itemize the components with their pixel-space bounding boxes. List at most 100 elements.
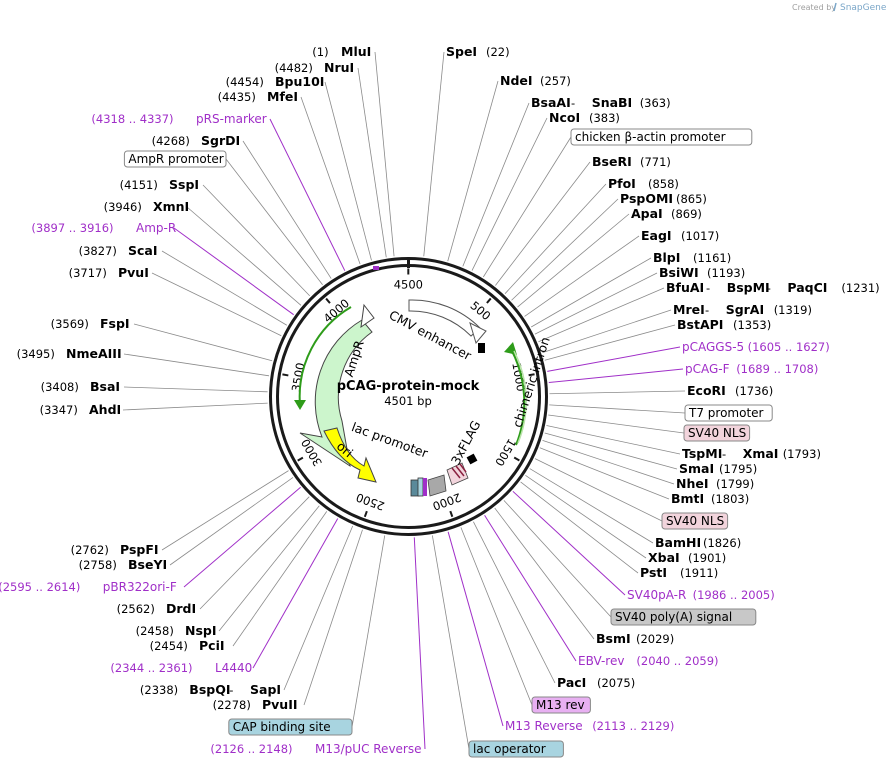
site-label-xmni[interactable]: (3946)XmnI bbox=[104, 199, 190, 214]
enzyme-name: SspI bbox=[169, 177, 199, 192]
site-label-bsaai[interactable]: BsaAI - SnaBI(363) bbox=[531, 95, 671, 110]
site-label-pcag-f[interactable]: pCAG-F(1689 .. 1708) bbox=[685, 362, 818, 376]
enzyme-name: MluI bbox=[341, 44, 371, 59]
site-label-paci[interactable]: PacI(2075) bbox=[557, 675, 635, 690]
site-label-bstapi[interactable]: BstAPI(1353) bbox=[677, 317, 771, 332]
site-label-lac-operator-box[interactable]: lac operator bbox=[468, 740, 564, 758]
site-label-pspfi[interactable]: (2762)PspFI bbox=[71, 542, 159, 557]
enzyme-name: FspI bbox=[100, 316, 130, 331]
site-label-pvuii[interactable]: (2278)PvuII bbox=[213, 697, 298, 712]
site-label-nhei[interactable]: NheI(1799) bbox=[676, 476, 754, 491]
site-label-bsiwi[interactable]: BsiWI(1193) bbox=[659, 265, 745, 280]
site-position: (4268) bbox=[152, 134, 190, 148]
site-label-tspmi[interactable]: TspMI - XmaI(1793) bbox=[682, 446, 821, 461]
feature-box-text-sv40-poly-a-signal: SV40 poly(A) signal bbox=[615, 610, 732, 624]
site-label-nspi[interactable]: (2458)NspI bbox=[136, 623, 217, 638]
site-label-cap-binding-site-box[interactable]: CAP binding site bbox=[228, 718, 353, 736]
site-label-fspi[interactable]: (3569)FspI bbox=[51, 316, 130, 331]
tick-label-500: 500 bbox=[468, 298, 494, 323]
site-label-bfuai[interactable]: BfuAI - BspMI - PaqCI(1231) bbox=[666, 280, 880, 295]
site-label-eagi[interactable]: EagI(1017) bbox=[641, 228, 719, 243]
site-label-t7-promoter-box[interactable]: T7 promoter bbox=[684, 404, 773, 422]
site-label-bamhi[interactable]: BamHI(1826) bbox=[655, 535, 741, 550]
site-label-bsmi[interactable]: BsmI(2029) bbox=[596, 631, 674, 646]
site-position: (3347) bbox=[40, 403, 78, 417]
feature-box-sv40-nls bbox=[683, 424, 751, 442]
site-label-pvui[interactable]: (3717)PvuI bbox=[69, 265, 149, 280]
site-label-ampr-promoter-box[interactable]: AmpR promoter bbox=[123, 150, 227, 168]
site-label-bmti[interactable]: BmtI(1803) bbox=[671, 491, 749, 506]
site-label-amp-r[interactable]: (3897 .. 3916)Amp-R bbox=[31, 221, 176, 235]
site-label-chicken-actin-promoter-box[interactable]: chicken β-actin promoter bbox=[570, 128, 753, 146]
site-label-sv40-poly-a-signal-box[interactable]: SV40 poly(A) signal bbox=[610, 608, 757, 626]
site-label-scai[interactable]: (3827)ScaI bbox=[79, 243, 158, 258]
site-label-psti[interactable]: PstI(1911) bbox=[640, 565, 718, 580]
site-position: (383) bbox=[589, 111, 620, 125]
site-label-pfoi[interactable]: PfoI(858) bbox=[608, 176, 679, 191]
site-label-ndei[interactable]: NdeI(257) bbox=[500, 73, 571, 88]
site-label-prs-marker[interactable]: (4318 .. 4337)pRS-marker bbox=[91, 112, 266, 126]
site-position: (2562) bbox=[117, 602, 155, 616]
connector-m13-rev bbox=[460, 527, 533, 706]
site-label-ahdi[interactable]: (3347)AhdI bbox=[40, 402, 122, 417]
site-position: (22) bbox=[486, 45, 510, 59]
cmv-marker bbox=[478, 343, 485, 353]
connector-pbr322ori-f bbox=[183, 486, 301, 588]
site-label-blpi[interactable]: BlpI(1161) bbox=[653, 250, 731, 265]
site-label-sv40-nls-box[interactable]: SV40 NLS bbox=[661, 512, 729, 530]
name-separator: - bbox=[767, 281, 771, 295]
enzyme-name: PacI bbox=[557, 675, 586, 690]
connector-bmti bbox=[539, 447, 670, 500]
site-label-drdi[interactable]: (2562) DrdI bbox=[117, 601, 197, 616]
site-label-ncoi[interactable]: NcoI(383) bbox=[549, 110, 620, 125]
site-label-xbai[interactable]: XbaI(1901) bbox=[648, 550, 726, 565]
site-label-sv40pa-r[interactable]: SV40pA-R(1986 .. 2005) bbox=[627, 588, 775, 602]
primer-name: pBR322ori-F bbox=[103, 580, 177, 594]
site-label-sgrdi[interactable]: (4268)SgrDI bbox=[152, 133, 241, 148]
site-label-bsai[interactable]: (3408)BsaI bbox=[41, 379, 120, 394]
site-label-bspqi[interactable]: (2338)BspQI - SapI bbox=[140, 682, 281, 697]
site-label-bseri[interactable]: BseRI(771) bbox=[592, 154, 671, 169]
site-label-pbr322ori-f[interactable]: (2595 .. 2614)pBR322ori-F bbox=[0, 580, 177, 594]
site-position: (1901) bbox=[688, 551, 726, 565]
site-label-pspomi[interactable]: PspOMI(865) bbox=[620, 191, 707, 206]
enzyme-name: MreI bbox=[673, 302, 705, 317]
site-label-mfei[interactable]: (4435)MfeI bbox=[218, 89, 298, 104]
site-label-ebv-rev[interactable]: EBV-rev(2040 .. 2059) bbox=[578, 654, 719, 668]
site-label-apai[interactable]: ApaI(869) bbox=[631, 206, 702, 221]
primer-name: pCAGGS-5 bbox=[682, 340, 744, 354]
site-label-m13-puc-reverse[interactable]: (2126 .. 2148)M13/pUC Reverse bbox=[210, 742, 421, 756]
connector-eagi bbox=[524, 235, 640, 317]
site-label-spei[interactable]: SpeI(22) bbox=[446, 44, 510, 59]
enzyme-name: BlpI bbox=[653, 250, 680, 265]
site-label-m13-reverse[interactable]: M13 Reverse(2113 .. 2129) bbox=[505, 719, 674, 733]
site-label-mrei[interactable]: MreI - SgrAI(1319) bbox=[673, 302, 812, 317]
site-label-pcaggs-5[interactable]: pCAGGS-5(1605 .. 1627) bbox=[682, 340, 830, 354]
connector-smai bbox=[544, 432, 678, 470]
connector-bpu10i bbox=[324, 81, 372, 261]
site-position: (771) bbox=[640, 155, 671, 169]
site-label-mlui[interactable]: (1)MluI bbox=[312, 44, 371, 59]
site-position: (4435) bbox=[218, 90, 256, 104]
site-label-bpu10i[interactable]: (4454)Bpu10I bbox=[226, 74, 325, 89]
site-label-nmeaiii[interactable]: (3495)NmeAIII bbox=[17, 346, 122, 361]
site-position: (2458) bbox=[136, 624, 174, 638]
site-position: (1231) bbox=[841, 281, 879, 295]
site-label-smai[interactable]: SmaI(1795) bbox=[679, 461, 757, 476]
credit-brand: SnapGene bbox=[840, 3, 887, 13]
sv40-polya-block bbox=[427, 474, 447, 497]
site-label-sv40-nls-box[interactable]: SV40 NLS bbox=[683, 424, 751, 442]
site-label-ecori[interactable]: EcoRI(1736) bbox=[687, 383, 773, 398]
site-label-l4440[interactable]: (2344 .. 2361)L4440 bbox=[110, 661, 252, 675]
site-label-sspi[interactable]: (4151)SspI bbox=[120, 177, 199, 192]
connector-sgrdi bbox=[242, 140, 332, 279]
site-label-bseyi[interactable]: (2758)BseYI bbox=[79, 557, 168, 572]
feature-box-ampr-promoter bbox=[123, 150, 227, 168]
site-label-pcii[interactable]: (2454)PciI bbox=[150, 638, 225, 653]
connector-fspi bbox=[133, 323, 273, 362]
connector-bsai bbox=[123, 386, 268, 393]
site-label-m13-rev-box[interactable]: M13 rev bbox=[531, 696, 591, 714]
site-position: (1799) bbox=[716, 477, 754, 491]
enzyme-name: DrdI bbox=[166, 601, 196, 616]
site-label-nrui[interactable]: (4482)NruI bbox=[275, 60, 355, 75]
